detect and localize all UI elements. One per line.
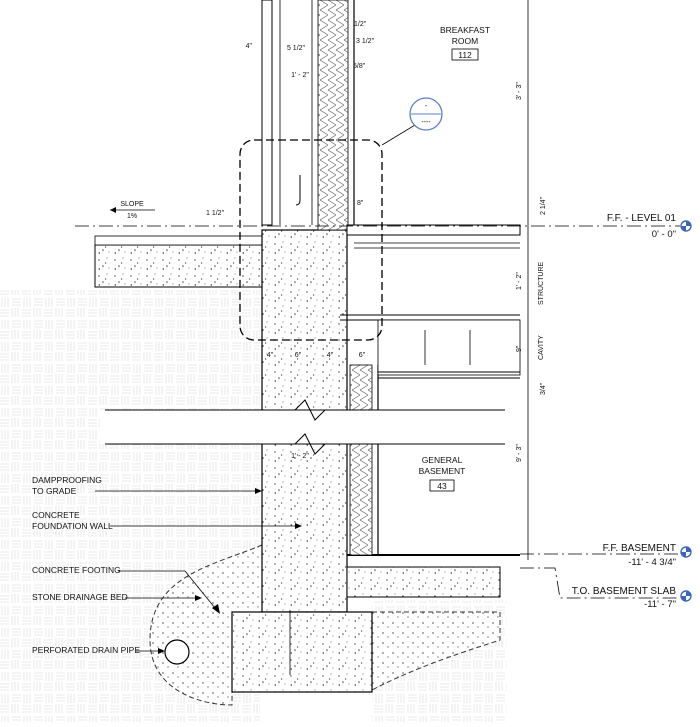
- vdim-cavity-val: 9": [516, 345, 523, 352]
- vdim-top: 3' - 3": [516, 82, 523, 100]
- foundation-dim-b: 6": [295, 352, 302, 359]
- foundation-dim-e: 1' - 2": [291, 453, 309, 460]
- callout-damp-1: DAMPPROOFING: [32, 475, 102, 485]
- basement-room-tag: [429, 479, 455, 492]
- detail-dim-one-half: 1 1/2": [206, 210, 225, 217]
- callout-pipe-arrow: [158, 648, 165, 654]
- callout-wall-1: CONCRETE: [32, 510, 80, 520]
- callout-drainage: STONE DRAINAGE BED: [32, 592, 128, 602]
- callout-wall-2: FOUNDATION WALL: [32, 521, 113, 531]
- level-basement-marker: [680, 546, 692, 558]
- basement-room-name-1: GENERAL: [422, 455, 463, 465]
- callout-footing-leader: [118, 570, 216, 609]
- subfloor: [346, 224, 521, 236]
- breakfast-room-name-2: ROOM: [452, 36, 478, 46]
- basement-insulation: [349, 364, 373, 556]
- wall-dim-c: 1/2": [354, 21, 367, 28]
- vdim-three-quarter: 3/4": [540, 382, 547, 395]
- level-basement-value: -11' - 4 3/4": [628, 557, 676, 568]
- detail-dim-eight: 8": [357, 200, 364, 207]
- break-symbol: [294, 399, 326, 455]
- drainage-bed: [149, 544, 263, 706]
- wall-dim-b: 5 1/2": [287, 45, 306, 52]
- vdim-cavity: CAVITY: [538, 335, 545, 360]
- level-01-name: F.F. - LEVEL 01: [607, 213, 677, 224]
- callout-footing: CONCRETE FOOTING: [32, 565, 121, 575]
- breakfast-room-name-1: BREAKFAST: [440, 25, 490, 35]
- callout-wall-arrow: [295, 523, 302, 529]
- slope-label: SLOPE: [120, 201, 144, 208]
- drainage-bed-right: [371, 611, 501, 691]
- anchor-bolt: [295, 175, 301, 206]
- level-01-marker: [680, 220, 692, 232]
- vdim-structure-val: 1' - 2": [516, 272, 523, 290]
- vdim-structure: STRUCTURE: [538, 262, 545, 305]
- level-slab-name: T.O. BASEMENT SLAB: [572, 586, 677, 597]
- detail-boundary: [239, 139, 383, 341]
- section-marker-bottom: ----: [421, 119, 431, 126]
- wall-dim-f: 1' - 2": [291, 72, 309, 79]
- level-slab-marker: [680, 590, 692, 602]
- level-01-value: 0' - 0": [652, 229, 676, 240]
- exterior-slab: [94, 244, 289, 288]
- foundation-dim-a: 4": [267, 352, 274, 359]
- breakfast-room-tag: [451, 48, 479, 61]
- callout-pipe: PERFORATED DRAIN PIPE: [32, 645, 140, 655]
- section-marker-top: -: [425, 103, 428, 110]
- level-slab-line: [520, 567, 680, 599]
- callout-drainage-arrow: [195, 595, 202, 601]
- level-basement-name: F.F. BASEMENT: [603, 543, 676, 554]
- foundation-dim-c: 4": [327, 352, 334, 359]
- perforated-drain-pipe: [164, 639, 190, 665]
- callout-damp-2: TO GRADE: [32, 486, 77, 496]
- wall-dim-a: 4": [246, 43, 253, 50]
- concrete-footing: [231, 611, 373, 693]
- vdim-two-quarter: 2 1/4": [540, 196, 547, 215]
- basement-room-number: 43: [437, 481, 447, 491]
- slope-value: 1%: [127, 213, 137, 220]
- foundation-dim-d: 6": [359, 352, 366, 359]
- upper-wall-insulation: [317, 0, 349, 231]
- section-marker-leader: [381, 124, 416, 146]
- callout-damp-arrow: [255, 488, 262, 494]
- vdim-basement-height: 9' - 3": [516, 444, 523, 462]
- level-slab-value: -11' - 7": [644, 599, 676, 610]
- callout-footing-arrow: [212, 604, 220, 614]
- slope-arrowhead: [110, 207, 116, 213]
- basement-slab: [346, 566, 501, 598]
- basement-room-name-2: BASEMENT: [419, 466, 466, 476]
- breakfast-room-number: 112: [458, 50, 472, 60]
- exterior-slab-joint: [94, 235, 286, 246]
- upper-wall-sheathing: [261, 0, 273, 226]
- break-band: [100, 410, 510, 444]
- wall-dim-e: 5/8": [353, 63, 366, 70]
- cavity: [377, 319, 521, 376]
- wall-dim-d: 3 1/2": [356, 38, 375, 45]
